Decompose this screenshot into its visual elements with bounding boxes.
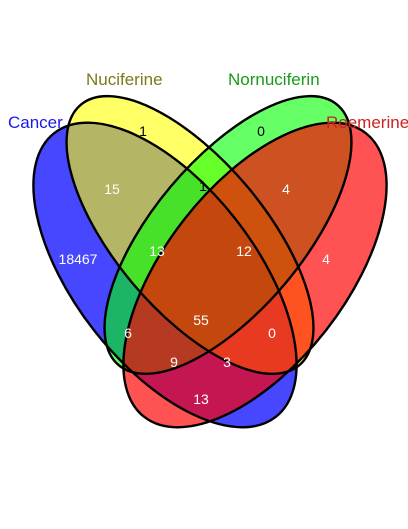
count-cancer-only: 18467: [59, 251, 98, 267]
label-cancer: Cancer: [8, 113, 63, 132]
count-nuciferine-nornuciferin: 1: [199, 178, 207, 194]
count-cancer-nuciferine-nornuciferin: 13: [149, 243, 165, 259]
count-cancer-nornuciferin: 6: [124, 325, 132, 341]
outline-roemerine: [122, 121, 388, 429]
label-nuciferine: Nuciferine: [86, 70, 163, 89]
count-nuciferine-nornuciferin-roemerine: 12: [236, 243, 252, 259]
label-roemerine: Roemerine: [326, 113, 408, 132]
count-cancer-nornuciferin-roemerine: 9: [170, 354, 178, 370]
set-ellipse-roemerine: [123, 122, 387, 428]
count-all-four: 55: [193, 312, 209, 328]
count-nuciferine-roemerine: 0: [268, 325, 276, 341]
outline-nornuciferin: [103, 94, 353, 376]
set-fills: [33, 96, 387, 428]
outline-cancer: [32, 121, 298, 429]
region-counts: 18467 1 0 4 15 1 4 13 12 6 55 0 9 3 13: [59, 123, 331, 407]
label-nornuciferin: Nornuciferin: [228, 70, 320, 89]
count-nornuciferin-only: 0: [257, 123, 265, 139]
count-cancer-nuciferine: 15: [104, 181, 120, 197]
count-cancer-roemerine: 13: [193, 391, 209, 407]
count-nornuciferin-roemerine: 4: [282, 181, 290, 197]
set-outlines: [32, 94, 388, 429]
count-cancer-nuciferine-roemerine: 3: [223, 354, 231, 370]
count-roemerine-only: 4: [322, 251, 330, 267]
outline-nuciferine: [65, 94, 315, 376]
count-nuciferine-only: 1: [139, 123, 147, 139]
